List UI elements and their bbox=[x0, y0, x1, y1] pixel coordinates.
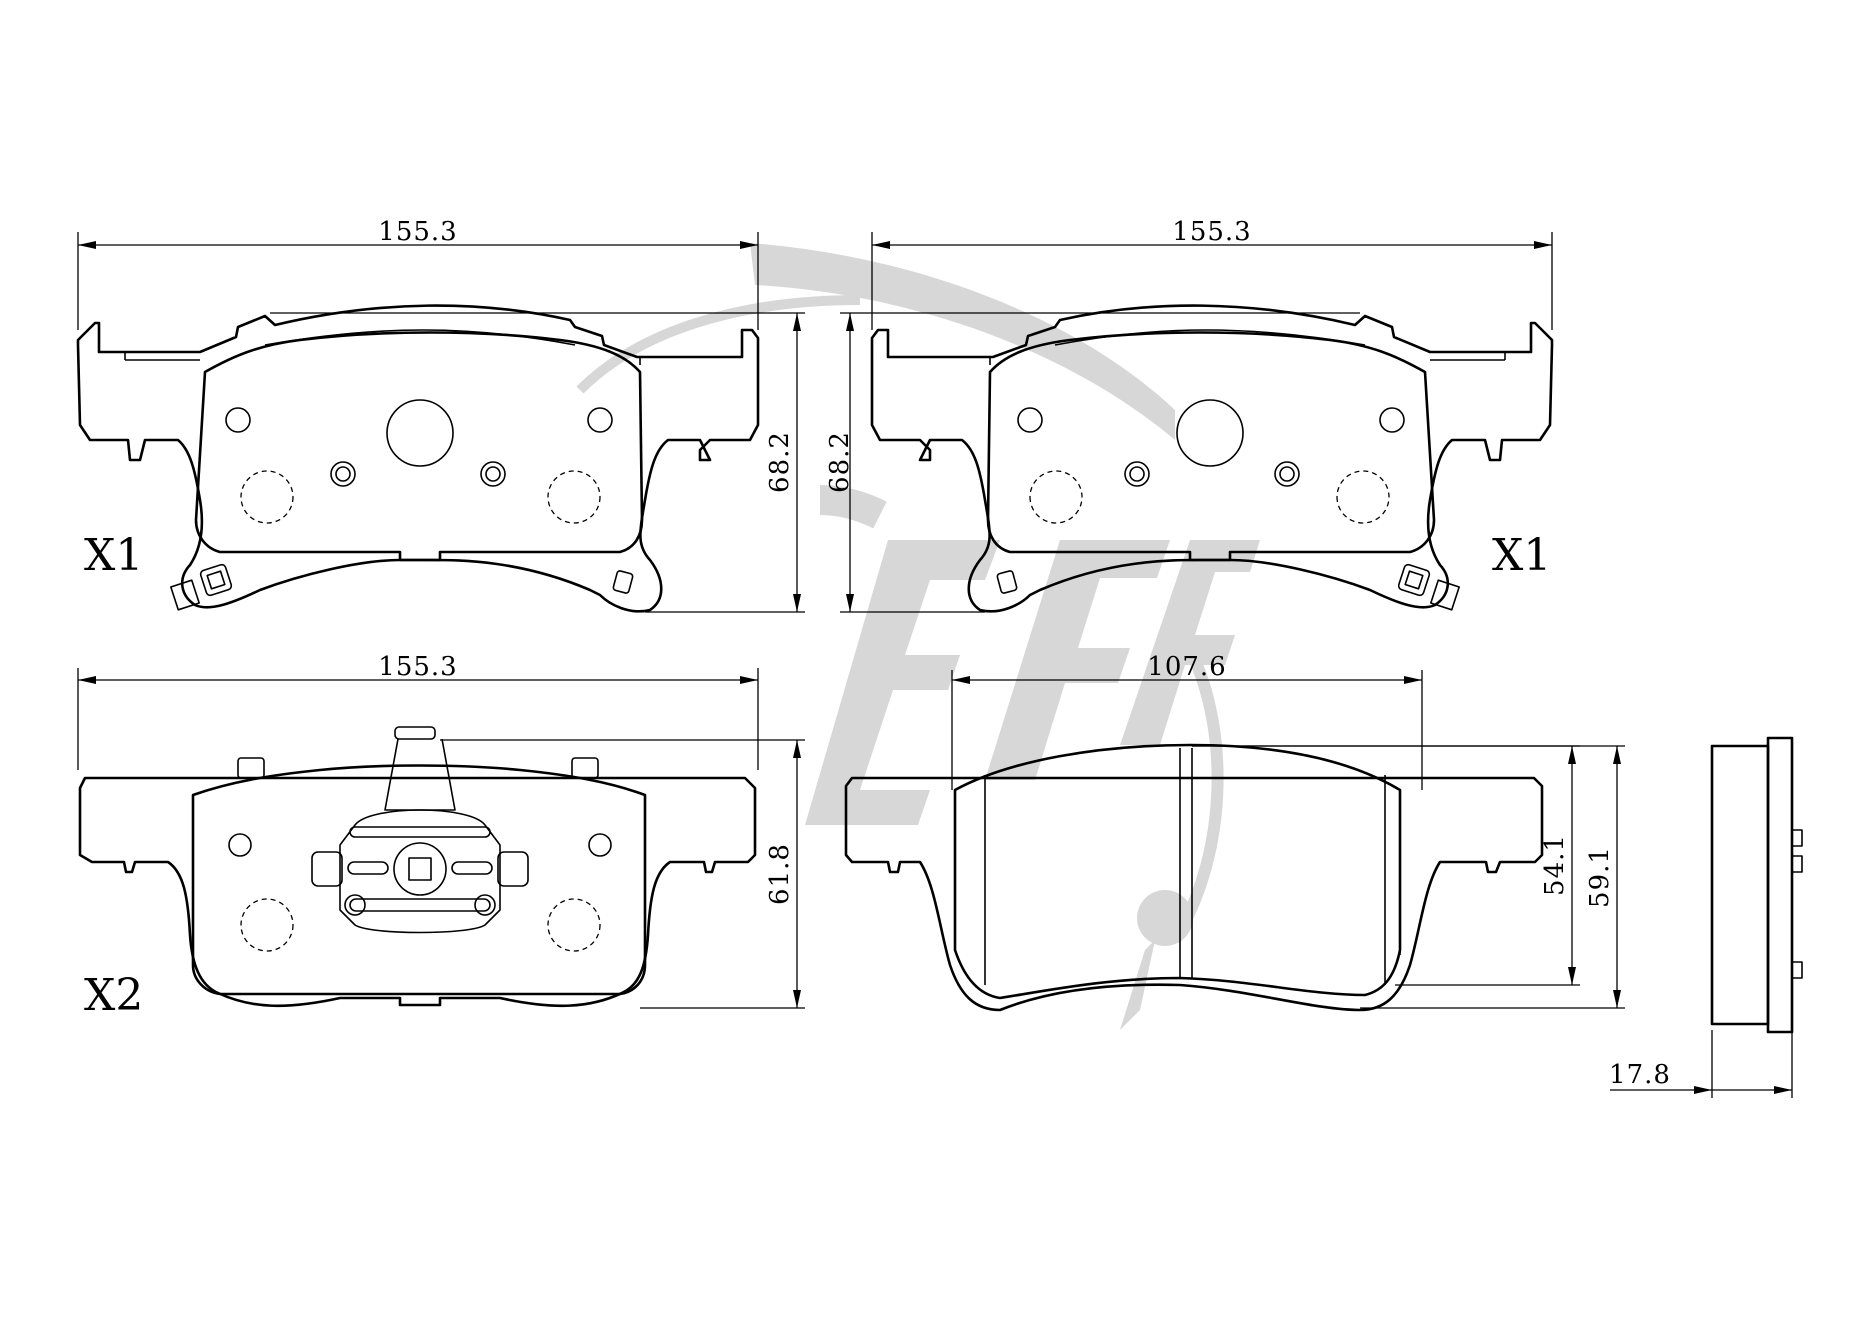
pad-4-width-label: 107.6 bbox=[1147, 652, 1226, 682]
pad-3-drawing bbox=[78, 726, 757, 1008]
pad-4-drawing bbox=[844, 743, 1544, 1012]
watermark-logo bbox=[576, 243, 1260, 1030]
pad-3-height-label: 61.8 bbox=[765, 843, 795, 905]
pad-2-friction-material bbox=[986, 331, 1436, 562]
dimension-lines bbox=[77, 232, 1793, 1098]
quantity-labels: X1 X1 X2 bbox=[84, 530, 1551, 1021]
side-view-backing-plate bbox=[1766, 736, 1794, 1034]
pad-1-quantity-label: X1 bbox=[84, 530, 143, 581]
side-view-drawing bbox=[1710, 736, 1803, 1034]
pad-4-outer-height-label: 59.1 bbox=[1585, 846, 1615, 908]
pad-1-friction-material bbox=[194, 331, 644, 562]
pad-2-width-label: 155.3 bbox=[1172, 217, 1251, 247]
pad-3-friction-material bbox=[191, 764, 647, 996]
pad-1-drawing bbox=[76, 304, 760, 613]
pad-1-width-label: 155.3 bbox=[378, 217, 457, 247]
pad-3-quantity-label: X2 bbox=[84, 970, 143, 1021]
thickness-label: 17.8 bbox=[1609, 1060, 1671, 1090]
pad-4-friction-material bbox=[953, 743, 1402, 1000]
pad-2-height-label: 68.2 bbox=[825, 431, 855, 493]
side-view-friction bbox=[1710, 744, 1770, 1026]
pad-2-quantity-label: X1 bbox=[1492, 530, 1551, 581]
pad-1-backing-plate bbox=[76, 304, 760, 613]
pad-3-backing-plate bbox=[78, 776, 757, 1008]
dimension-labels: 155.3 68.2 155.3 68.2 155.3 61.8 107.6 5… bbox=[378, 217, 1671, 1090]
pad-1-height-label: 68.2 bbox=[765, 431, 795, 493]
pad-2-backing-plate bbox=[870, 304, 1554, 613]
pad-4-inner-height-label: 54.1 bbox=[1540, 834, 1570, 896]
pad-4-backing-plate bbox=[844, 776, 1544, 1012]
pad-2-drawing bbox=[870, 304, 1554, 613]
pad-3-width-label: 155.3 bbox=[378, 652, 457, 682]
